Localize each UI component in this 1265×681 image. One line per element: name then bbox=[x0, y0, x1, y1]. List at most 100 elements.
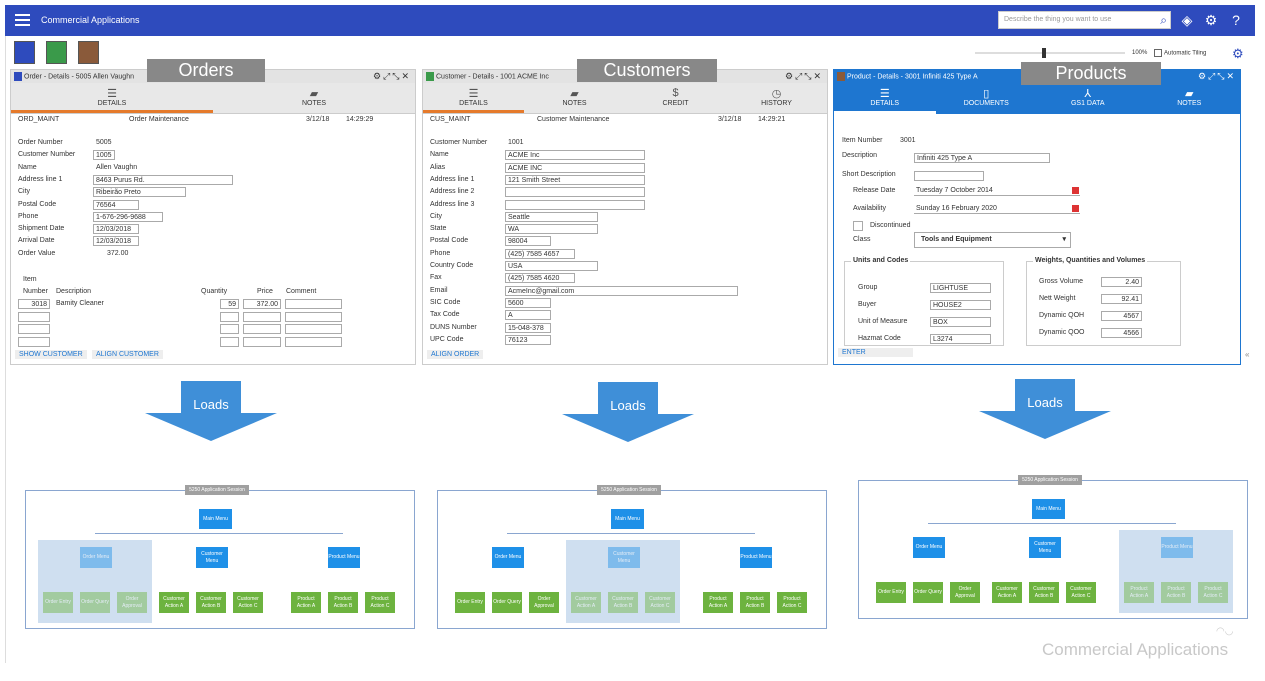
calendar-icon[interactable] bbox=[1072, 205, 1079, 212]
field-input[interactable]: ACME INC bbox=[505, 162, 645, 173]
orders-shortcut-icon[interactable] bbox=[14, 41, 35, 64]
field-input[interactable]: A bbox=[505, 310, 551, 321]
tab-credit[interactable]: $CREDIT bbox=[625, 83, 726, 113]
field-input[interactable]: 1005 bbox=[93, 150, 115, 161]
menu-node: Customer Menu bbox=[1029, 537, 1061, 558]
release-date-field[interactable]: Tuesday 7 October 2014 bbox=[914, 186, 1080, 196]
item-number-field[interactable] bbox=[18, 324, 50, 334]
field-input[interactable]: 121 Smith Street bbox=[505, 174, 645, 185]
field-input[interactable]: 5600 bbox=[505, 297, 551, 308]
price-field[interactable] bbox=[243, 311, 281, 322]
tab-details[interactable]: ☰DETAILS bbox=[11, 83, 213, 113]
availability-field[interactable]: Sunday 16 February 2020 bbox=[914, 204, 1080, 214]
action-node: Customer Action C bbox=[1066, 582, 1096, 603]
tab-history[interactable]: ◷HISTORY bbox=[726, 83, 827, 113]
auto-tiling-checkbox[interactable]: Automatic Tiling bbox=[1154, 49, 1206, 57]
quantity-field[interactable]: 59 bbox=[220, 299, 239, 309]
price-field[interactable]: 372.00 bbox=[243, 299, 281, 309]
comment-field[interactable] bbox=[285, 311, 342, 322]
window-controls[interactable]: ⚙⤢⤡✕ bbox=[372, 71, 411, 81]
search-icon[interactable]: ⌕ bbox=[1160, 13, 1167, 27]
field-label: Dynamic QOH bbox=[1039, 312, 1085, 319]
field-input[interactable]: 15-048-378 bbox=[505, 322, 551, 333]
field-label: Alias bbox=[430, 163, 446, 171]
field-label: Name bbox=[430, 151, 449, 159]
action-node: Order Query bbox=[492, 592, 522, 613]
field-input[interactable]: 1-676-296-9688 bbox=[93, 211, 163, 222]
field-input[interactable]: 76123 bbox=[505, 334, 551, 345]
field-input[interactable]: 4566 bbox=[1101, 328, 1142, 338]
discontinued-checkbox[interactable] bbox=[853, 221, 863, 231]
price-field[interactable] bbox=[243, 324, 281, 334]
loads-arrow: Loads bbox=[979, 379, 1111, 439]
class-select[interactable]: Tools and Equipment▾ bbox=[914, 232, 1071, 248]
align-customer-link[interactable]: ALIGN CUSTOMER bbox=[92, 350, 163, 359]
field-input[interactable]: BOX bbox=[930, 317, 991, 327]
field-label: Phone bbox=[18, 212, 39, 220]
field-input[interactable]: USA bbox=[505, 261, 598, 271]
collapse-icon[interactable]: « bbox=[1245, 350, 1250, 359]
field-input[interactable]: LIGHTUSE bbox=[930, 283, 991, 293]
quantity-field[interactable] bbox=[220, 336, 239, 347]
bookmarks-icon[interactable]: ◈ bbox=[1181, 12, 1193, 28]
menu-icon[interactable] bbox=[15, 14, 30, 26]
quantity-field[interactable] bbox=[220, 311, 239, 322]
short-description-field[interactable] bbox=[914, 171, 984, 181]
tab-notes[interactable]: ▰NOTES bbox=[524, 83, 625, 113]
tab-details[interactable]: ☰DETAILS bbox=[423, 83, 524, 113]
field-input[interactable]: (425) 7585 4657 bbox=[505, 248, 575, 259]
quantity-field[interactable] bbox=[220, 324, 239, 334]
field-input[interactable] bbox=[505, 199, 645, 210]
app-title: Commercial Applications bbox=[41, 15, 140, 25]
item-number-field[interactable] bbox=[18, 311, 50, 322]
field-input[interactable]: AcmeInc@gmail.com bbox=[505, 285, 738, 296]
tab-notes[interactable]: ▰NOTES bbox=[213, 83, 415, 113]
comment-field[interactable] bbox=[285, 299, 342, 309]
field-input[interactable]: WA bbox=[505, 224, 598, 235]
field-input[interactable]: 12/03/2018 bbox=[93, 236, 139, 247]
dollar-icon: $ bbox=[672, 87, 679, 99]
field-input[interactable]: (425) 7585 4620 bbox=[505, 273, 575, 284]
tab-documents[interactable]: ▯DOCUMENTS bbox=[936, 83, 1038, 114]
gear-icon[interactable]: ⚙ bbox=[1204, 12, 1218, 28]
zoom-slider-handle[interactable] bbox=[1042, 48, 1046, 58]
field-input[interactable]: 92.41 bbox=[1101, 294, 1142, 304]
description-field[interactable]: Infiniti 425 Type A bbox=[914, 153, 1050, 163]
products-shortcut-icon[interactable] bbox=[78, 41, 99, 64]
field-input[interactable]: Seattle bbox=[505, 211, 598, 222]
settings-icon[interactable]: ⚙ bbox=[1232, 46, 1244, 61]
comment-field[interactable] bbox=[285, 336, 342, 347]
main-menu-node: Main Menu bbox=[611, 509, 644, 529]
field-input[interactable]: 98004 bbox=[505, 236, 551, 247]
menu-node: Order Menu bbox=[80, 547, 112, 568]
calendar-icon[interactable] bbox=[1072, 187, 1079, 194]
field-input[interactable]: 12/03/2018 bbox=[93, 224, 139, 235]
tab-details[interactable]: ☰DETAILS bbox=[834, 83, 936, 114]
field-input[interactable]: HOUSE2 bbox=[930, 300, 991, 310]
field-label: Address line 1 bbox=[430, 175, 475, 183]
search-input[interactable]: Describe the thing you want to use⌕ bbox=[998, 11, 1171, 29]
comment-field[interactable] bbox=[285, 324, 342, 334]
enter-button[interactable]: ENTER bbox=[838, 348, 913, 357]
zoom-slider[interactable] bbox=[975, 52, 1125, 54]
help-icon[interactable]: ? bbox=[1232, 12, 1240, 28]
align-order-link[interactable]: ALIGN ORDER bbox=[427, 350, 484, 359]
field-input[interactable]: 8463 Purus Rd. bbox=[93, 174, 233, 185]
field-input[interactable]: L3274 bbox=[930, 334, 991, 344]
field-input[interactable]: 76564 bbox=[93, 199, 139, 210]
customers-shortcut-icon[interactable] bbox=[46, 41, 67, 64]
show-customer-link[interactable]: SHOW CUSTOMER bbox=[15, 350, 87, 359]
item-number-field[interactable] bbox=[18, 336, 50, 347]
field-input[interactable] bbox=[505, 187, 645, 198]
tab-gs1-data[interactable]: ⅄GS1 DATA bbox=[1037, 83, 1139, 114]
item-number-field[interactable]: 3018 bbox=[18, 299, 50, 309]
price-field[interactable] bbox=[243, 336, 281, 347]
field-input[interactable]: Ribeirão Preto bbox=[93, 187, 186, 198]
field-input[interactable]: 4567 bbox=[1101, 311, 1142, 321]
window-controls[interactable]: ⚙⤢⤡✕ bbox=[784, 71, 823, 81]
field-label: Fax bbox=[430, 274, 442, 282]
field-input[interactable]: ACME Inc bbox=[505, 150, 645, 161]
field-input[interactable]: 2.40 bbox=[1101, 277, 1142, 287]
window-controls[interactable]: ⚙⤢⤡✕ bbox=[1197, 71, 1236, 81]
tab-notes[interactable]: ▰NOTES bbox=[1139, 83, 1241, 114]
